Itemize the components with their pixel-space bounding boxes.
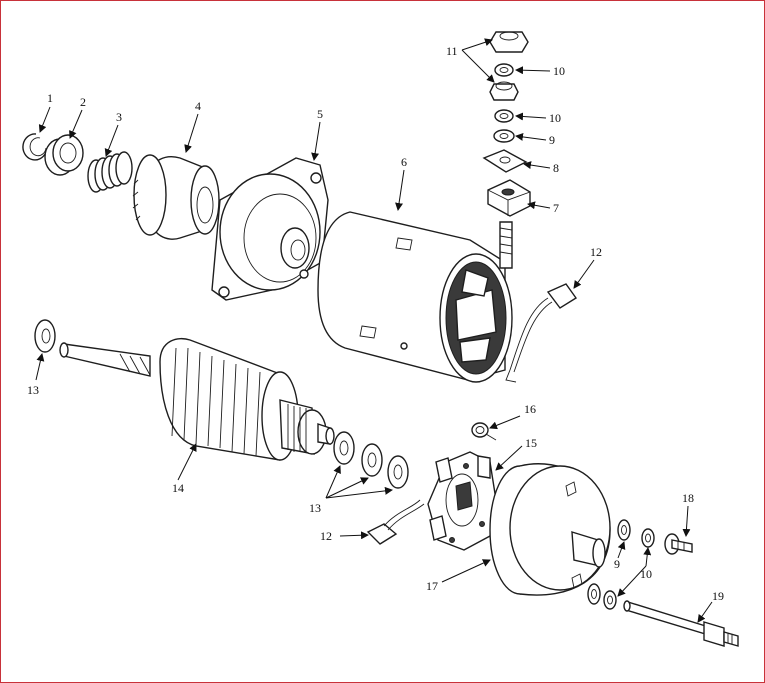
snap-ring-part (22, 133, 47, 161)
callout-18: 18 (682, 491, 694, 505)
field-frame-part (317, 211, 513, 383)
drive-pinion-part (132, 154, 220, 240)
callout-9-upper: 9 (549, 133, 555, 147)
callout-12-lower: 12 (320, 529, 332, 543)
callout-15: 15 (525, 436, 537, 450)
washer-9-lower-part (617, 519, 631, 541)
callout-10-top: 10 (553, 64, 565, 78)
screw-part (664, 533, 693, 555)
callout-16: 16 (524, 402, 536, 416)
callout-10-upper: 10 (549, 111, 561, 125)
brush-holder-plate-part (427, 451, 497, 551)
through-bolt-part (623, 600, 739, 647)
collar-part (44, 134, 84, 176)
callout-11: 11 (446, 44, 458, 58)
callout-3: 3 (116, 110, 122, 124)
callout-8: 8 (553, 161, 559, 175)
brush-spring-part (471, 422, 497, 441)
commutator-end-housing-part (489, 463, 611, 596)
callout-10-lower: 10 (640, 567, 652, 581)
callout-17: 17 (426, 579, 438, 593)
washer-9-top-part (493, 129, 515, 143)
lockwasher-10-lower-upper-part (641, 528, 655, 548)
thrust-washers-middle-part (333, 431, 409, 489)
callout-7: 7 (553, 201, 559, 215)
callout-1: 1 (47, 91, 53, 105)
armature-part (59, 337, 335, 461)
callout-5: 5 (317, 107, 323, 121)
nut-11-upper-part (489, 31, 529, 53)
nut-11-lower-part (489, 81, 519, 101)
washer-9-lower-lower-part (587, 583, 601, 605)
callout-labels: 1 2 3 4 5 6 7 8 9 10 10 11 12 13 14 13 1… (27, 44, 724, 603)
brush-with-lead-part (366, 499, 425, 545)
lockwasher-10-lower-lower-part (603, 590, 617, 610)
callout-13-middle: 13 (309, 501, 321, 515)
callout-9-lower: 9 (614, 557, 620, 571)
spring-part (87, 151, 133, 193)
thrust-washer-left-part (34, 319, 56, 353)
callout-12-upper: 12 (590, 245, 602, 259)
leader-lines (35, 38, 713, 623)
callout-19: 19 (712, 589, 724, 603)
callout-6: 6 (401, 155, 407, 169)
terminal-stud-part (499, 221, 513, 269)
lockwasher-10-upper-part (494, 63, 514, 77)
drive-end-housing-part (211, 157, 329, 301)
callout-2: 2 (80, 95, 86, 109)
terminal-plate-part (482, 149, 528, 173)
callout-13-left: 13 (27, 383, 39, 397)
field-lead-part (505, 283, 578, 383)
callout-4: 4 (195, 99, 201, 113)
callout-14: 14 (172, 481, 184, 495)
lockwasher-10-top-part (494, 109, 514, 123)
insulator-block-part (487, 179, 531, 217)
